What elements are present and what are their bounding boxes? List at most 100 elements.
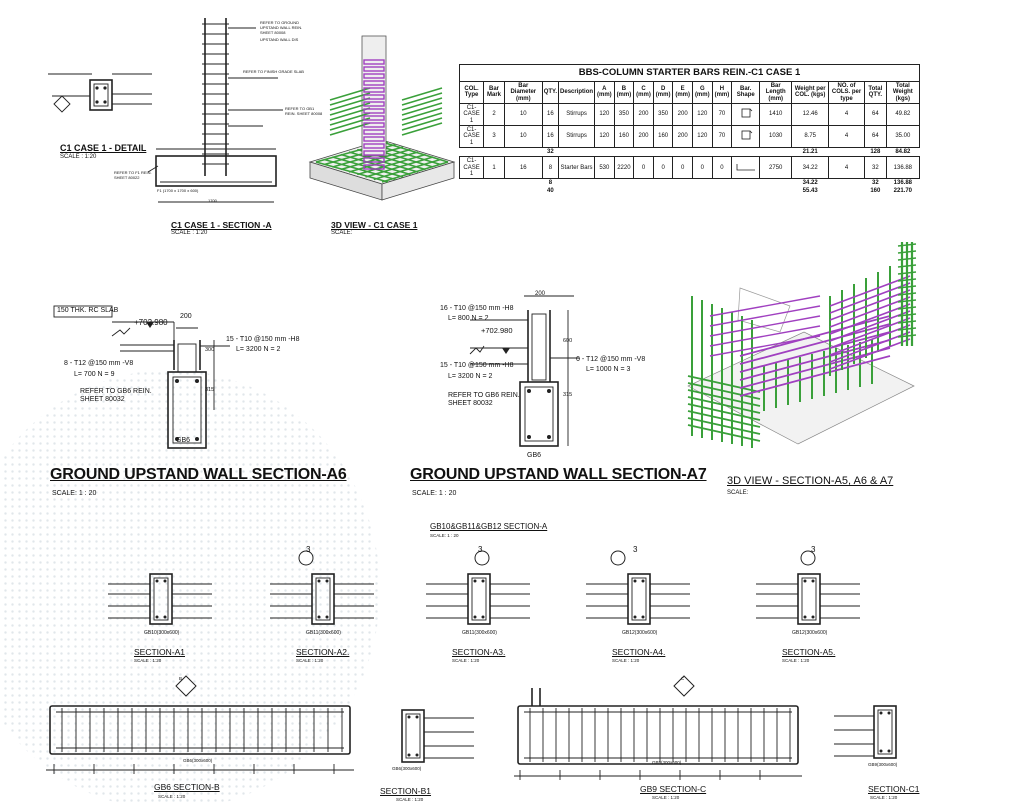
purple-rebar [829, 296, 911, 328]
section-b1-drawing [401, 709, 474, 763]
column-stirrup [363, 164, 385, 170]
beam-outline [797, 573, 821, 625]
table-cell: 64 [863, 102, 887, 126]
a6-bar8-length: L= 700 N = 9 [74, 371, 115, 378]
table-cell: 8 [541, 156, 560, 180]
table-cell: Starter Bars [558, 156, 596, 180]
table-cell: 0 [652, 156, 674, 180]
table-cell: 8.75 [791, 124, 830, 148]
section-title: SECTION-A5. [782, 647, 836, 657]
stirrup-line [897, 327, 917, 331]
table-cell: 0 [711, 156, 733, 180]
column-stirrup [363, 73, 385, 79]
main-bar [803, 615, 807, 619]
purple-rebar [829, 317, 911, 349]
horizontal-rebar [687, 403, 761, 421]
gb9c-title: GB9 SECTION-C [640, 784, 707, 794]
stirrup-line [897, 313, 917, 317]
c1-note-4: REFER TO F1 REIN. SHEET 80022 [114, 170, 152, 180]
beam-label: GB11(300x600) [462, 630, 497, 636]
table-cell: 0 [691, 156, 713, 180]
main-bar [155, 615, 159, 619]
purple-rebar [709, 325, 821, 347]
table-cell: 4 [828, 156, 865, 180]
rebar-mesh-line [365, 156, 434, 178]
bbs-header: B (mm) [613, 80, 635, 104]
horizontal-rebar [687, 410, 761, 428]
c1-detail-drawing [48, 73, 152, 113]
bbs-header: H (mm) [711, 80, 733, 104]
main-bar [811, 615, 815, 619]
table-cell: 4 [828, 124, 865, 148]
purple-rebar [709, 305, 821, 327]
table-cell: 160 [652, 124, 674, 148]
purple-rebar [709, 315, 821, 337]
table-cell: 3 [483, 124, 505, 148]
a6-dim-1: 300 [205, 347, 215, 353]
a7-dim-1: 600 [563, 338, 573, 344]
gb-group-scale: SCALE: 1 : 20 [430, 533, 459, 538]
beam-section-drawing [426, 550, 530, 625]
b1-title: SECTION-B1 [380, 786, 432, 796]
a6-bar15-length: L= 3200 N = 2 [236, 346, 281, 353]
horizontal-rebar [687, 375, 761, 393]
column-stirrup [363, 80, 385, 86]
gb6b-beam: GB6(300x600) [183, 758, 213, 763]
c1-section-drawing [147, 18, 283, 203]
table-cell: 530 [594, 156, 615, 180]
gb6b-scale: SCALE : 1:20 [158, 794, 186, 799]
beam-outline [311, 573, 335, 625]
a7-bar6: 6 - T12 @150 mm -V8 [576, 356, 646, 363]
table-cell: 16 [541, 102, 560, 126]
wall-rebar [401, 122, 443, 136]
subtotal-total-weight: 136.88 [893, 180, 913, 187]
table-cell: 1 [483, 156, 505, 180]
table-cell: 2750 [759, 156, 793, 180]
table-cell: 1410 [759, 102, 793, 126]
bar-shape-stirrup-icon [731, 102, 761, 126]
table-cell: 120 [691, 102, 713, 126]
wall-rebar [401, 112, 443, 126]
main-bar [473, 615, 477, 619]
purple-rebar [829, 310, 911, 342]
a6-section-drawing [53, 305, 230, 449]
a6-scale: SCALE: 1 : 20 [52, 490, 97, 497]
stirrup-line [897, 250, 917, 254]
a7-bar15: 15 - T10 @150 mm -H8 [440, 362, 514, 369]
table-cell: 49.82 [885, 102, 921, 126]
bbs-header: Bar. Shape [731, 80, 761, 104]
beam-outline [149, 573, 173, 625]
section-marker-circle [474, 550, 490, 566]
subtotal-total-qty: 32 [871, 180, 879, 187]
section-marker-number: 3 [811, 545, 816, 554]
bbs-header: E (mm) [672, 80, 693, 104]
table-cell: 200 [672, 102, 693, 126]
table-cell: 10 [503, 124, 543, 148]
gb6-section-b-drawing [46, 675, 354, 774]
table-cell: 120 [691, 124, 713, 148]
bbs-header: QTY. [541, 80, 560, 104]
a7-bar16: 16 - T10 @150 mm -H8 [440, 305, 514, 312]
main-bar [317, 615, 321, 619]
section-scale: SCALE : 1:20 [452, 658, 480, 663]
stirrup-line [897, 271, 917, 275]
gb6b-title: GB6 SECTION-B [154, 782, 220, 792]
c1-note-1: REFER TO GROUND UPSTAND WALL REIN. SHEET… [260, 20, 303, 35]
wall-rebar [401, 87, 443, 101]
subtotal-qty: 8 [548, 180, 553, 187]
main-bar [633, 579, 637, 583]
section-marker-circle [298, 550, 314, 566]
c1s-beam: GB9(300x600) [868, 762, 898, 767]
a6-top-dim: 200 [180, 313, 192, 320]
column-stirrup [363, 115, 385, 121]
a6-title: GROUND UPSTAND WALL SECTION-A6 [50, 466, 347, 483]
a567-3d-title: 3D VIEW - SECTION-A5, A6 & A7 [727, 475, 894, 487]
horizontal-rebar [687, 396, 761, 414]
table-cell: 2220 [613, 156, 635, 180]
rebar-mesh-line [373, 158, 441, 181]
section-scale: SCALE : 1:20 [612, 658, 640, 663]
table-cell: C1-CASE 1 [458, 102, 485, 126]
purple-rebar [739, 355, 891, 397]
